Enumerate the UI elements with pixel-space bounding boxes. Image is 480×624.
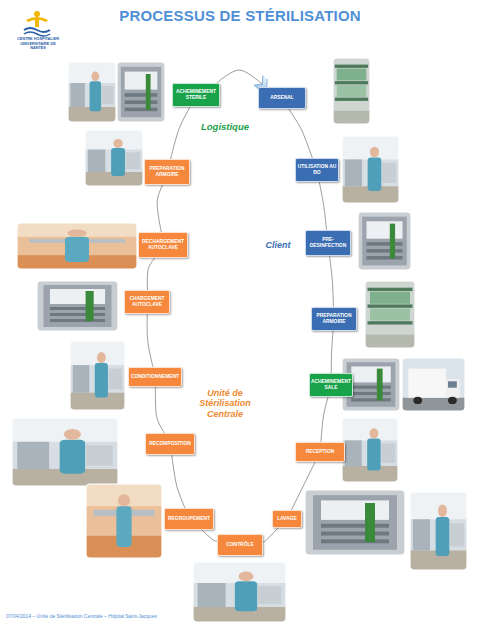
logo-head [34,11,40,17]
box-text: RECEPTION [306,449,335,455]
flow-connector [171,107,190,159]
photo [305,490,405,555]
flow-connector [331,331,333,373]
process-box: RECEPTION [295,442,345,462]
flow-connector [291,462,315,510]
photo [342,418,398,482]
box-text: RECOMPOSITION [149,441,191,447]
photo [358,212,411,270]
photo [333,58,370,124]
box-text: UTILISATION AU BO [297,164,337,175]
page-title: PROCESSUS DE STÉRILISATION [0,7,480,24]
photo [402,358,465,411]
zone-label: Unité de Stérilisation Centrale [193,388,257,419]
box-text: REGROUPEMENT [168,516,210,522]
photo [68,62,116,122]
box-text: CONTRÔLE [226,542,253,548]
box-text: ACHEMINEMENT SALE [311,379,351,390]
process-box: ACHEMINEMENT SALE [309,373,353,397]
process-box: CONDITIONNEMENT [128,367,182,387]
zone-label: Logistique [196,121,254,132]
photo [12,418,118,486]
photo [365,281,415,348]
box-text: PREPARATION ARMOIRE [313,313,355,324]
photo [37,281,118,331]
zone-label: Client [256,240,300,250]
process-box: PREPARATION ARMOIRE [311,307,357,331]
flow-connector [202,530,217,541]
hospital-logo [22,11,52,36]
photo [342,136,399,203]
flow-connector [321,397,328,442]
photo [85,130,143,186]
photo [117,62,165,122]
box-text: CHARGEMENT AUTOCLAVE [126,296,168,307]
box-text: DECHARGEMENT AUTOCLAVE [140,239,186,250]
flow-connector [157,185,162,232]
process-box: CONTRÔLE [217,534,263,556]
logo-wave [24,28,50,32]
box-text: ACHEMINEMENT STERILE [174,89,218,100]
process-box: ARSENAL [258,87,306,109]
logo-body [35,18,39,27]
flow-connector [329,256,333,307]
process-box: REGROUPEMENT [164,508,214,530]
process-box: PREPARATION ARMOIRE [144,159,190,185]
flow-connector [319,182,326,230]
institution-name: CENTRE HOSPITALIER UNIVERSITAIRE DE NANT… [12,37,64,51]
box-text: PRE-DESINFECTION [307,237,349,248]
photo [86,484,162,558]
box-text: CONDITIONNEMENT [131,374,179,380]
process-box: CHARGEMENT AUTOCLAVE [124,290,170,314]
box-text: PREPARATION ARMOIRE [146,166,188,177]
process-box: LAVAGE [272,510,302,528]
process-box: PRE-DESINFECTION [305,230,351,256]
logo-wave [24,32,50,36]
photo [17,223,137,269]
flow-connector [147,258,155,290]
photo [70,341,125,410]
process-box: UTILISATION AU BO [295,158,339,182]
flow-connector [289,109,313,158]
box-text: ARSENAL [270,95,294,101]
box-text: LAVAGE [277,516,297,522]
photo [193,562,286,622]
process-box: DECHARGEMENT AUTOCLAVE [138,232,188,258]
process-box: RECOMPOSITION [145,433,195,455]
photo [410,492,467,570]
flow-connector [147,314,153,367]
flow-connector [155,387,164,433]
footer-note: 07/04/2014 – Unité de Stérilisation Cent… [6,613,326,619]
process-box: ACHEMINEMENT STERILE [172,83,220,107]
flow-connector [217,70,265,87]
logo-background [22,11,52,33]
flow-connector [172,455,185,508]
flow-connector [263,528,278,542]
